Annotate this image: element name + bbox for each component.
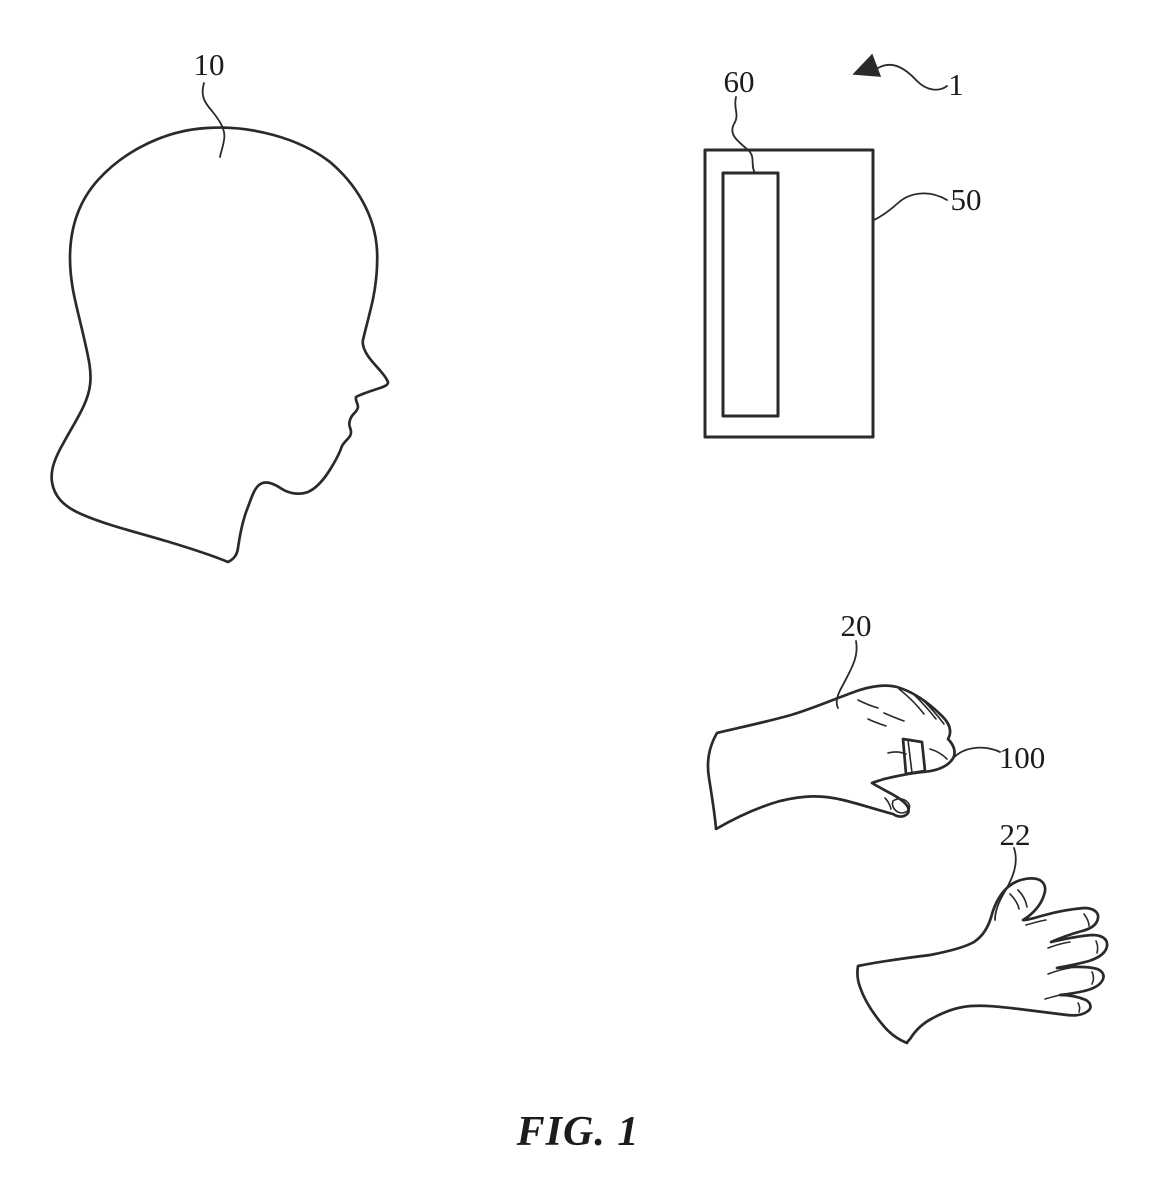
ring-leader-line (949, 746, 1001, 763)
display-screen-outline (721, 171, 780, 418)
label-finger-worn-device: 100 (999, 740, 1046, 775)
left-hand-outline (856, 877, 1109, 1045)
label-system-arrow: 1 (948, 67, 964, 102)
figure-caption: FIG. 1 (516, 1109, 640, 1155)
left-hand-leader-line (994, 847, 1017, 921)
device-leader-line (873, 192, 948, 221)
label-left-hand: 22 (1000, 817, 1031, 852)
right-hand-detail-lines (857, 688, 948, 814)
figure-labels: 10 60 1 50 20 100 22 FIG. 1 (194, 47, 1046, 1155)
ring-device-edge-line (907, 739, 913, 774)
right-hand-leader-line (835, 640, 858, 709)
label-head: 10 (194, 47, 225, 82)
figure-artwork (50, 53, 1109, 1045)
left-hand-detail-lines (1009, 889, 1099, 1013)
head-leader-line (201, 82, 226, 158)
head-profile-outline (50, 126, 390, 564)
label-display-device: 50 (951, 182, 982, 217)
reference-arrow-icon (852, 53, 882, 77)
label-display-screen: 60 (724, 64, 755, 99)
display-device-outline (703, 148, 875, 439)
screen-leader-line (731, 96, 756, 174)
label-right-hand: 20 (841, 608, 872, 643)
arrow-leader-line (877, 63, 948, 91)
ring-device-outline (901, 737, 927, 776)
right-hand-outline (706, 684, 956, 831)
